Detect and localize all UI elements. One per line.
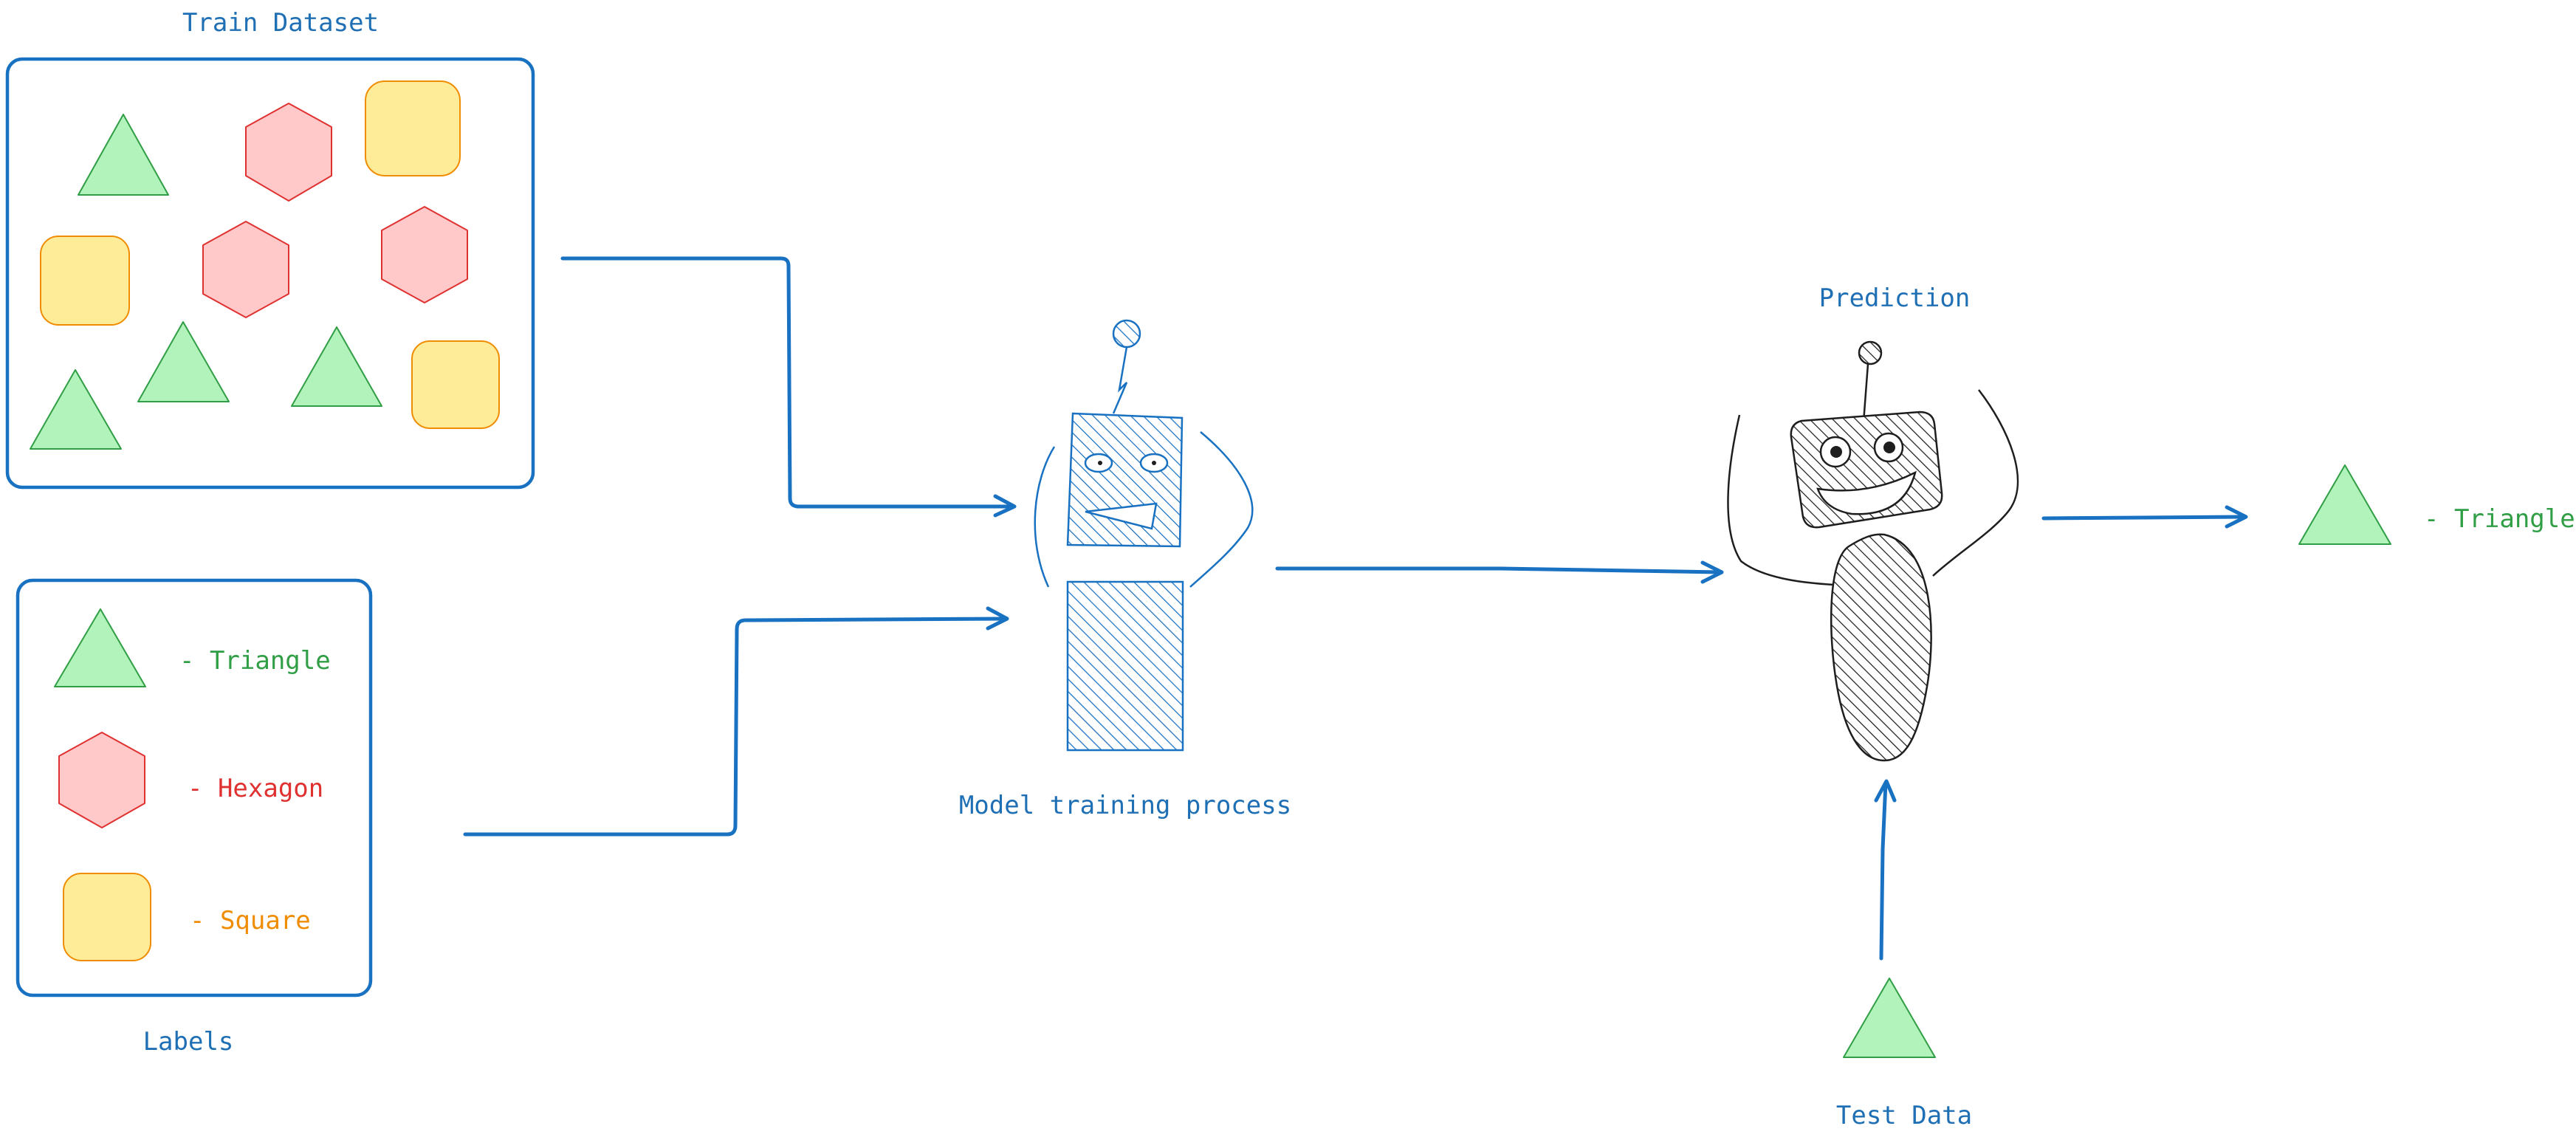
- arrow-labels-to-model: [463, 606, 1009, 837]
- result-label: - Triangle: [2424, 504, 2575, 534]
- arrow-train-to-model: [560, 256, 1017, 518]
- train-square: [411, 340, 500, 429]
- legend-hexagon-label: - Hexagon: [188, 774, 323, 803]
- legend-square-label: - Square: [190, 906, 311, 935]
- train-square: [40, 236, 130, 326]
- prediction-robot-body: [1830, 533, 1932, 762]
- model-training-label: Model training process: [959, 791, 1291, 820]
- arrow-prediction-to-result: [2041, 505, 2248, 529]
- training-robot-antenna-ball: [1112, 319, 1141, 348]
- train-dataset-title: Train Dataset: [182, 8, 379, 38]
- labels-group: - Triangle - Hexagon - Square Labels: [16, 578, 373, 1057]
- train-triangle: [137, 321, 230, 402]
- prediction-result-group: - Triangle: [2298, 464, 2575, 545]
- prediction-robot-smile: [1816, 470, 1917, 515]
- train-dataset-group: Train Dataset: [5, 8, 535, 490]
- test-data-label: Test Data: [1836, 1101, 1972, 1130]
- prediction-label: Prediction: [1819, 284, 1971, 313]
- train-hexagon: [202, 221, 289, 318]
- legend-square-shape: [63, 873, 151, 961]
- training-robot-arm: [1189, 431, 1254, 588]
- train-triangle: [30, 369, 122, 450]
- training-robot-head: [1066, 412, 1184, 548]
- arrow-test-to-prediction: [1874, 779, 1897, 961]
- legend-hexagon-shape: [58, 732, 145, 828]
- train-triangle: [291, 326, 382, 407]
- prediction-robot-antenna-ball: [1858, 340, 1883, 365]
- legend-triangle-label: - Triangle: [179, 646, 331, 676]
- legend-triangle-shape: [54, 608, 146, 687]
- train-hexagon: [381, 206, 468, 303]
- training-robot-illustration: Model training process: [959, 319, 1291, 820]
- training-robot-mouth: [1085, 502, 1158, 530]
- training-robot-arm: [1034, 446, 1056, 588]
- train-hexagon: [245, 103, 332, 202]
- result-triangle: [2298, 464, 2391, 545]
- test-triangle: [1843, 978, 1936, 1058]
- labels-title: Labels: [143, 1027, 234, 1057]
- train-dataset-frame: [5, 57, 535, 490]
- train-square: [365, 80, 461, 176]
- prediction-robot-arm: [1727, 414, 1835, 586]
- arrow-model-to-prediction: [1275, 560, 1724, 584]
- training-robot-body: [1066, 580, 1184, 752]
- test-data-group: Test Data: [1836, 978, 1972, 1130]
- train-triangle: [78, 114, 169, 196]
- labels-frame: [16, 578, 373, 998]
- prediction-robot-arm: [1932, 389, 2019, 577]
- prediction-robot-illustration: Prediction: [1727, 284, 2019, 762]
